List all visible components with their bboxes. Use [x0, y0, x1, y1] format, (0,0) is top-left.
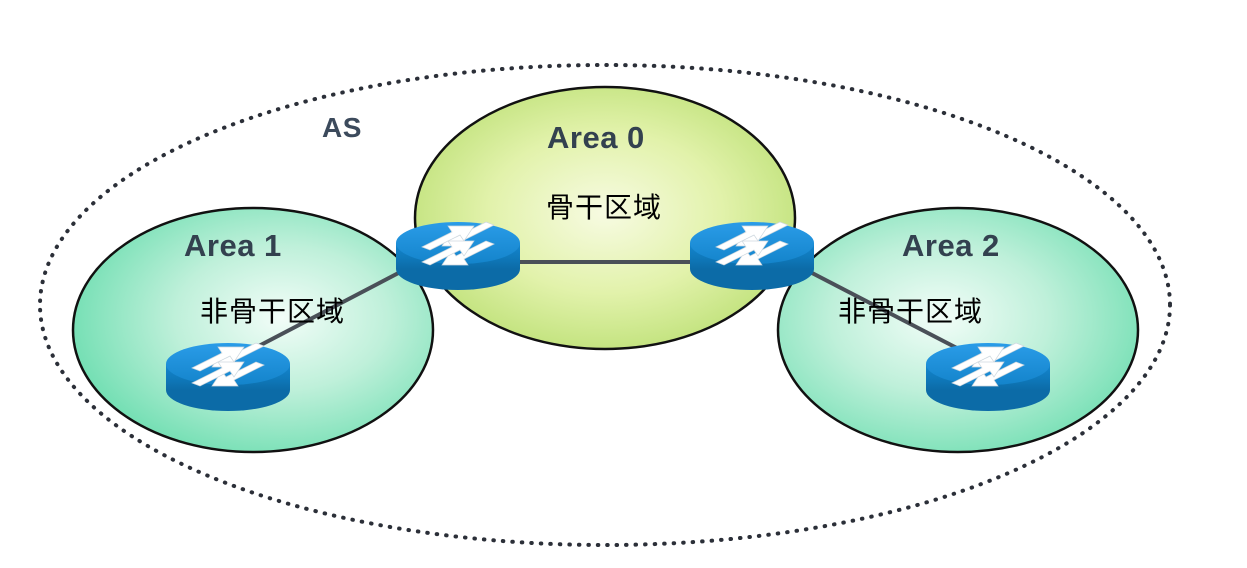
router-area2-internal[interactable] — [925, 342, 1051, 412]
area-0-subtitle: 骨干区域 — [546, 191, 663, 224]
as-label: AS — [322, 112, 362, 143]
area-0-ellipse — [413, 85, 797, 351]
area-0-title: Area 0 — [547, 120, 645, 155]
router-abr-left[interactable] — [395, 221, 521, 291]
area-2-title: Area 2 — [902, 228, 1000, 263]
area-1-title: Area 1 — [184, 228, 282, 263]
area-1-ellipse — [71, 206, 435, 454]
area-2-subtitle: 非骨干区域 — [838, 295, 984, 328]
router-area1-internal[interactable] — [165, 342, 291, 412]
area-1-subtitle: 非骨干区域 — [200, 295, 346, 328]
router-abr-right[interactable] — [689, 221, 815, 291]
as-boundary-ellipse — [38, 63, 1172, 547]
